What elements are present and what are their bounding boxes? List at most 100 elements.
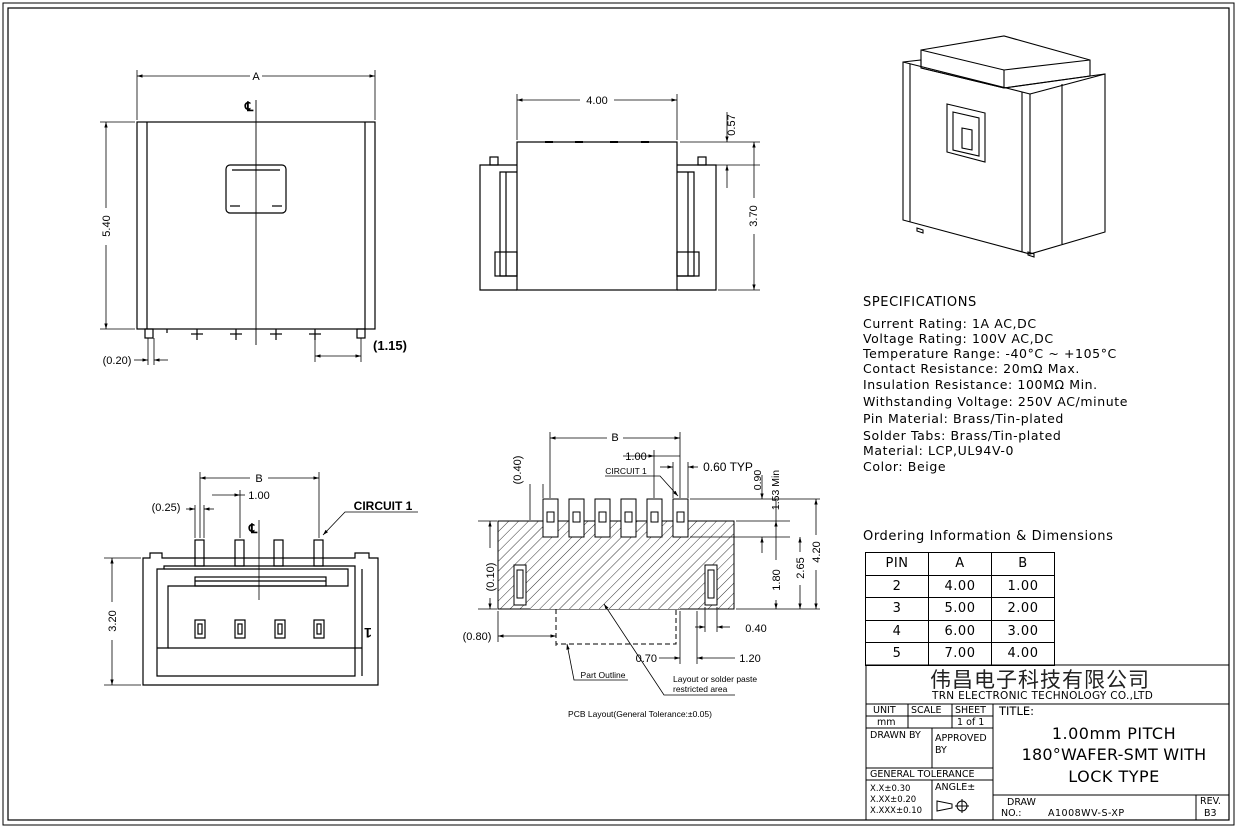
spec-line: Withstanding Voltage: 250V AC/minute	[863, 394, 1129, 409]
specs-title: SPECIFICATIONS	[863, 295, 977, 310]
approved-by-label: APPROVED	[935, 733, 987, 744]
inner-border	[7, 7, 1230, 821]
rev-label: REV.	[1200, 796, 1221, 807]
table-row: 5 7.00 4.00	[865, 642, 1055, 666]
pcb-dim-pad-width: 0.60 TYP	[703, 460, 753, 474]
title-label: TITLE:	[999, 704, 1034, 718]
table-cell: 5.00	[928, 597, 992, 621]
top-dim-pitch: 1.00	[248, 490, 269, 502]
spec-line: Contact Resistance: 20mΩ Max.	[863, 361, 1080, 376]
pcb-dim-pad-len: 0.90	[752, 470, 764, 491]
pcb-layout	[478, 432, 820, 696]
title-block-frame	[865, 664, 1230, 821]
pcb-dim-left-off: (0.80)	[463, 631, 492, 643]
tolerance-line: X.X±0.30	[870, 784, 911, 794]
pcb-dim-min: 1.53 Min	[770, 470, 782, 510]
drawn-by-label: DRAWN BY	[870, 730, 921, 741]
unit-value: mm	[877, 717, 896, 728]
title-line: LOCK TYPE	[1068, 767, 1160, 786]
scale-label: SCALE	[911, 705, 942, 716]
top-dim-b: B	[255, 473, 262, 485]
spec-line: Temperature Range: -40°C ~ +105°C	[863, 346, 1117, 361]
company-name-cn: 伟昌电子科技有限公司	[930, 668, 1150, 692]
title-line: 180°WAFER-SMT WITH	[1021, 745, 1207, 764]
pcb-pads	[542, 498, 689, 538]
top-centerline-mark: ℄	[248, 521, 258, 536]
spec-line: Current Rating: 1A AC,DC	[863, 316, 1037, 331]
ordering-table: PIN A B 2 4.00 1.00 3 5.00 2.00 4 6.00 3…	[865, 552, 1055, 666]
table-cell: 6.00	[928, 619, 992, 643]
table-cell: 3	[865, 597, 929, 621]
side-dim-height: 5.40	[101, 215, 113, 236]
pcb-dim-bottom-b: 1.20	[739, 653, 760, 665]
tolerance-line: X.XX±0.20	[870, 795, 917, 805]
top-dim-edge: (0.25)	[152, 502, 181, 514]
table-cell: 4.00	[928, 574, 992, 598]
sheet-value: 1 of 1	[957, 717, 985, 728]
pcb-label-area-2: restricted area	[673, 684, 728, 694]
pcb-circuit-label: CIRCUIT 1	[605, 466, 647, 476]
header-cell: A	[928, 552, 992, 576]
header-cell: B	[991, 552, 1055, 576]
table-cell: 7.00	[928, 642, 992, 666]
spec-line: Color: Beige	[863, 459, 947, 474]
table-cell: 4.00	[991, 642, 1055, 666]
draw-no-label: DRAW	[1007, 797, 1036, 808]
top-contacts	[194, 539, 325, 639]
general-tolerance-label: GENERAL TOLERANCE	[870, 769, 975, 780]
top-circuit-label: CIRCUIT 1	[354, 499, 413, 513]
table-cell: 3.00	[991, 619, 1055, 643]
pcb-dim-top-gap: (0.40)	[512, 456, 524, 485]
angle-label: ANGLE±	[935, 782, 976, 793]
company-name-en: TRN ELECTRONIC TECHNOLOGY CO.,LTD	[932, 690, 1154, 702]
top-dim-height: 3.20	[107, 610, 119, 631]
pcb-label-area-1: Layout or solder paste	[673, 674, 757, 684]
table-cell: 4	[865, 619, 929, 643]
header-cell: PIN	[865, 552, 929, 576]
spec-line: Solder Tabs: Brass/Tin-plated	[863, 428, 1062, 443]
tolerance-line: X.XXX±0.10	[870, 806, 923, 816]
spec-line: Voltage Rating: 100V AC,DC	[863, 331, 1054, 346]
table-header-row: PIN A B	[865, 552, 1055, 576]
draw-no-label-2: NO.:	[1001, 808, 1022, 819]
pcb-dim-small: (0.10)	[485, 563, 497, 592]
pcb-dim-bottom-a: 0.70	[636, 653, 657, 665]
front-dim-width: 4.00	[586, 95, 607, 107]
top-pin-mark: 1	[364, 625, 372, 641]
table-row: 4 6.00 3.00	[865, 619, 1055, 643]
side-pins	[144, 328, 366, 340]
draw-number: A1008WV-S-XP	[1048, 808, 1125, 819]
title-line: 1.00mm PITCH	[1051, 724, 1177, 743]
pcb-caption: PCB Layout(General Tolerance:±0.05)	[568, 709, 712, 719]
pcb-dim-tab: 1.80	[771, 569, 783, 590]
ordering-title: Ordering Information & Dimensions	[863, 529, 1114, 544]
front-body	[516, 141, 678, 291]
table-cell: 2	[865, 574, 929, 598]
table-cell: 1.00	[991, 574, 1055, 598]
pcb-label-outline: Part Outline	[581, 670, 626, 680]
pcb-dim-tab-w: 0.40	[745, 623, 766, 635]
side-view	[100, 70, 376, 365]
unit-label: UNIT	[873, 705, 896, 716]
approved-by-label-2: BY	[935, 745, 947, 756]
isometric-view	[902, 35, 1106, 258]
pcb-dim-total: 4.20	[811, 541, 823, 562]
side-dim-a: A	[252, 71, 260, 83]
pcb-dim-pitch: 1.00	[625, 451, 646, 463]
table-cell: 2.00	[991, 597, 1055, 621]
spec-line: Pin Material: Brass/Tin-plated	[863, 411, 1064, 426]
top-outline	[142, 552, 379, 686]
spec-line: Material: LCP,UL94V-0	[863, 443, 1015, 458]
table-row: 2 4.00 1.00	[865, 574, 1055, 598]
rev-value: B3	[1204, 808, 1217, 819]
side-centerline-mark: ℄	[244, 99, 254, 114]
pcb-dim-mid: 2.65	[795, 557, 807, 578]
table-row: 3 5.00 2.00	[865, 597, 1055, 621]
side-dim-tab-offset: (0.20)	[103, 355, 132, 367]
front-view	[479, 94, 760, 291]
side-dim-lead: (1.15)	[373, 338, 407, 353]
spec-line: Insulation Resistance: 100MΩ Min.	[863, 377, 1098, 392]
